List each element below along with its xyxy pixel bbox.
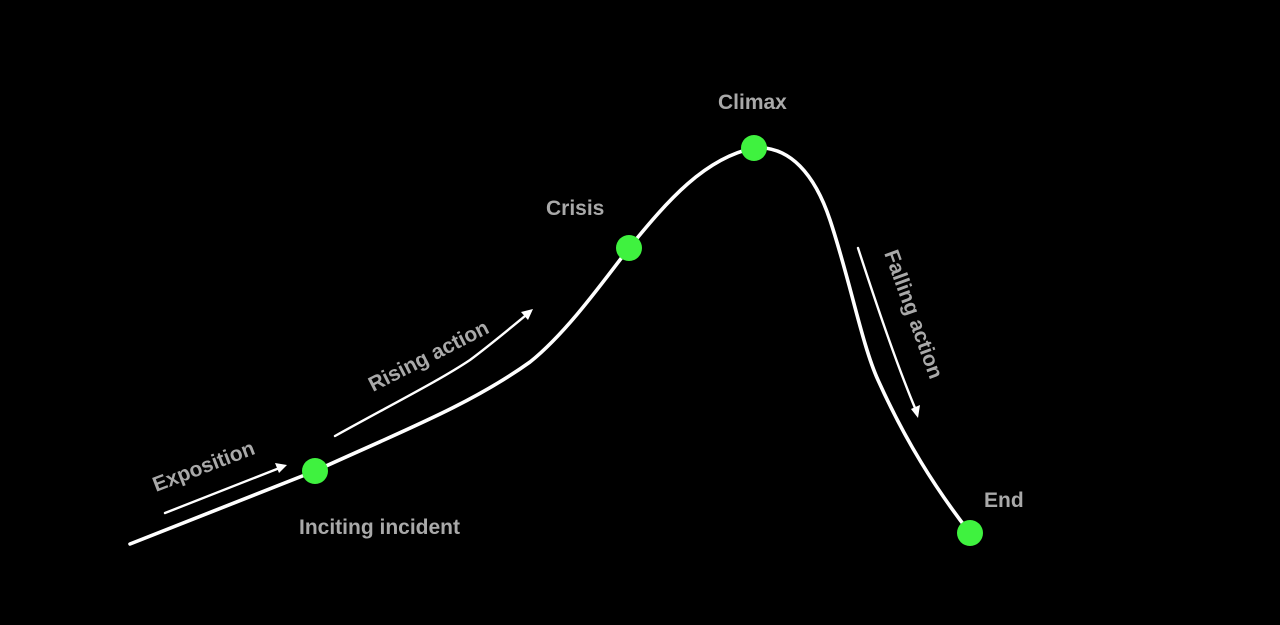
falling-action-arrow: [856, 246, 917, 410]
inciting-incident-label: Inciting incident: [299, 516, 460, 539]
end-point: [957, 520, 983, 546]
end-label: End: [984, 489, 1024, 512]
rising-action-arrow: [333, 314, 527, 438]
exposition-label: Exposition: [150, 437, 258, 497]
inciting-incident-point: [302, 458, 328, 484]
crisis-point: [616, 235, 642, 261]
rising-action-arrowhead: [521, 309, 533, 320]
falling-action-arrowhead: [911, 405, 920, 418]
falling-action-label: Falling action: [879, 247, 947, 382]
exposition-arrow: [163, 467, 279, 515]
exposition-arrowhead: [275, 463, 287, 473]
crisis-label: Crisis: [546, 197, 604, 220]
climax-point: [741, 135, 767, 161]
climax-label: Climax: [718, 91, 787, 114]
